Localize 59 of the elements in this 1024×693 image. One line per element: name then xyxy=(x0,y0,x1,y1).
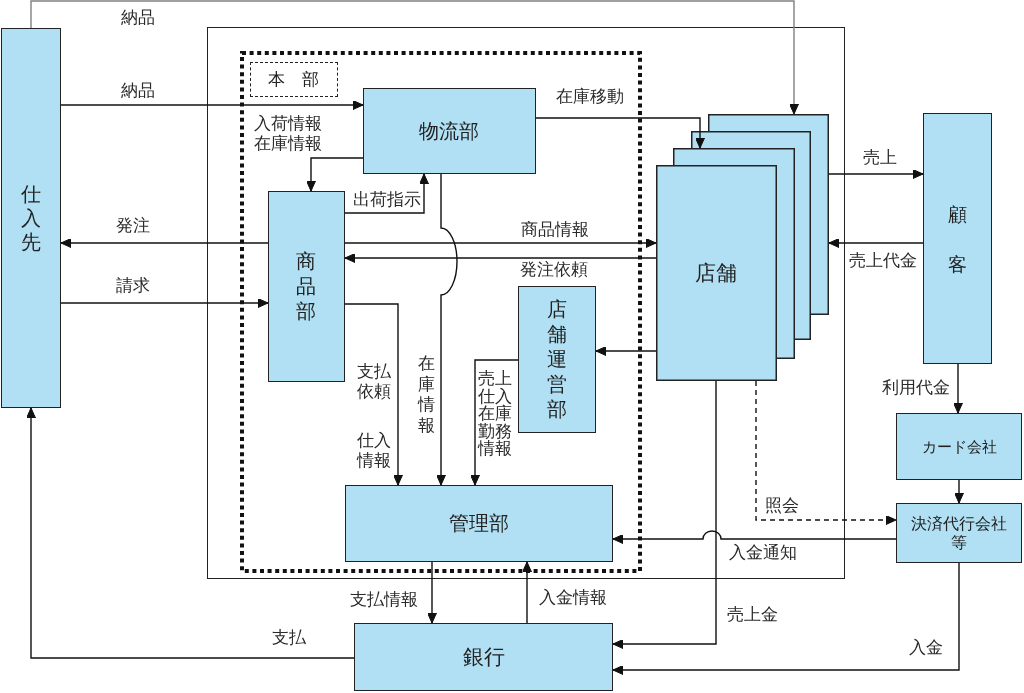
edge-label: 支払依頼 xyxy=(357,361,392,401)
edge-label: 納品 xyxy=(121,81,155,100)
arrow xyxy=(595,346,657,356)
edge-label: 請求 xyxy=(116,276,150,295)
department-box: 商品部 xyxy=(267,190,345,382)
edge-label: 入金通知 xyxy=(729,543,797,562)
arrow xyxy=(436,173,458,486)
arrow xyxy=(470,359,519,486)
dotted-frame xyxy=(239,50,642,573)
arrow xyxy=(344,253,657,263)
edge-label: 売上 xyxy=(863,148,897,167)
edge-label: 入金 xyxy=(909,638,943,657)
edge-label: 照会 xyxy=(765,496,799,515)
group-label: 本 部 xyxy=(249,61,338,97)
arrow xyxy=(828,169,924,179)
arrow xyxy=(535,117,705,149)
flow-note: 仕入情報 xyxy=(357,430,392,470)
department-box: 管理部 xyxy=(344,484,613,562)
entity-box: 仕入先 xyxy=(1,28,61,408)
arrow xyxy=(828,238,924,248)
arrow xyxy=(306,157,364,192)
entity-box: カード会社 xyxy=(896,413,1022,480)
department-box: 物流部 xyxy=(362,87,536,174)
outer-frame xyxy=(207,27,845,579)
edge-label: 支払 xyxy=(272,628,306,647)
edge-label: 入荷情報在庫情報 xyxy=(254,113,323,153)
edge-label: 納品 xyxy=(121,8,155,27)
edge-label: 商品情報 xyxy=(521,220,589,239)
department-box: 店舗運営部 xyxy=(517,285,596,433)
arrow xyxy=(30,0,799,115)
arrow xyxy=(612,380,717,649)
arrow xyxy=(612,562,960,675)
arrow xyxy=(26,407,355,659)
entity-box: 決済代行会社等 xyxy=(896,503,1022,563)
edge-label: 入金情報 xyxy=(539,588,607,607)
edge-label: 発注依頼 xyxy=(520,260,588,279)
arrow xyxy=(522,561,532,624)
edge-label: 発注 xyxy=(116,216,150,235)
arrow xyxy=(60,298,269,308)
edge-label: 売上代金 xyxy=(849,251,917,270)
edge-label: 出荷指示 xyxy=(353,190,421,209)
entity-box: 銀行 xyxy=(354,623,613,691)
arrow xyxy=(612,530,897,544)
edge-label: 売上仕入在庫勤務情報 xyxy=(478,370,513,458)
edge-label: 在庫移動 xyxy=(556,87,624,106)
arrow xyxy=(60,100,364,110)
arrow xyxy=(954,479,964,504)
edge-label: 在庫情報 xyxy=(418,353,436,435)
edge-label: 利用代金 xyxy=(882,378,950,397)
arrow xyxy=(344,303,403,486)
arrow xyxy=(953,363,963,414)
arrow xyxy=(60,238,269,248)
arrow xyxy=(344,238,657,248)
edge-label: 支払情報 xyxy=(350,590,418,609)
dashed-arrow xyxy=(755,380,897,525)
arrow xyxy=(427,561,437,624)
entity-box: 顧客 xyxy=(923,113,992,364)
edge-label: 売上金 xyxy=(727,605,778,624)
arrow xyxy=(344,173,429,214)
